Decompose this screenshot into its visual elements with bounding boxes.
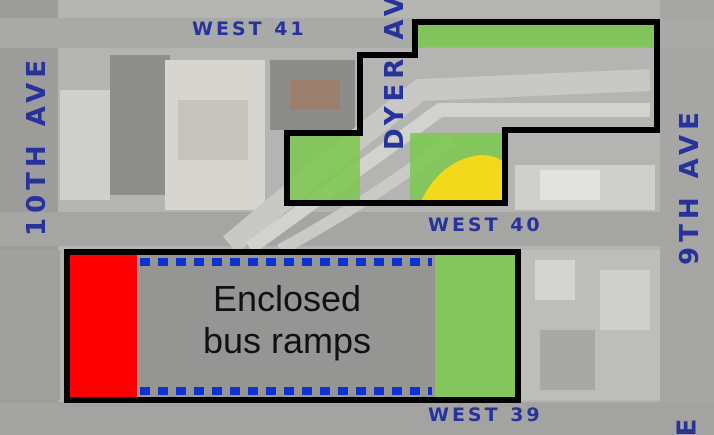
street-label-9th-ave: 9TH AVE	[675, 107, 705, 265]
street-label-dyer-ave: DYER AV	[380, 0, 410, 150]
bus-ramps-label: Enclosed bus ramps	[137, 278, 437, 362]
street-label-9th-ave-edge: E	[672, 413, 703, 435]
green-zone-bottom	[435, 252, 518, 400]
yellow-zone	[420, 155, 505, 203]
green-zone-top	[415, 22, 657, 47]
street-label-10th-ave: 10TH AVE	[22, 55, 52, 236]
dyer-ave-zone-outline	[284, 19, 660, 206]
red-zone	[67, 252, 137, 400]
street-label-west-41: WEST 41	[192, 18, 307, 40]
green-zone-left	[287, 133, 360, 203]
bus-ramps-zone-outline	[64, 249, 521, 403]
enclosed-area	[137, 252, 435, 400]
street-label-west-40: WEST 40	[428, 214, 543, 236]
bus-ramps-label-line2: bus ramps	[202, 320, 372, 361]
bus-ramps-label-line1: Enclosed	[212, 278, 362, 319]
street-label-west-39: WEST 39	[428, 404, 543, 426]
